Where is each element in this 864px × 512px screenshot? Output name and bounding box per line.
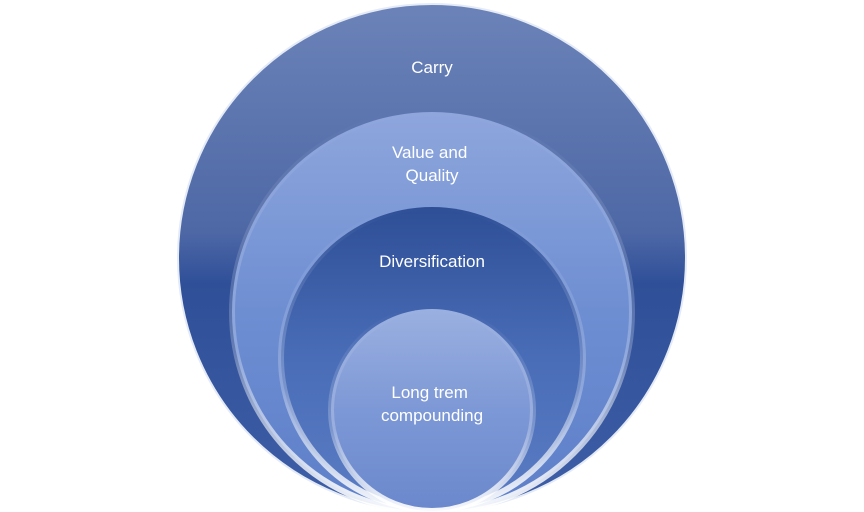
- circle-label-compounding: Long trem compounding: [381, 383, 483, 425]
- label-line: compounding: [381, 406, 483, 425]
- inner-circle-rim: [328, 306, 536, 512]
- circle-label-value-quality: Value and Quality: [392, 143, 472, 185]
- inner-circle-shape: [331, 309, 533, 511]
- circle-level-4: Long trem compounding: [328, 306, 536, 512]
- label-line: Diversification: [379, 252, 485, 271]
- label-line: Quality: [406, 166, 459, 185]
- second-circle-rim: [229, 109, 635, 512]
- label-line: Long trem: [391, 383, 468, 402]
- circle-label-diversification: Diversification: [379, 252, 485, 271]
- label-line: Value and: [392, 143, 467, 162]
- label-line: Carry: [411, 58, 453, 77]
- circle-label-carry: Carry: [411, 58, 453, 77]
